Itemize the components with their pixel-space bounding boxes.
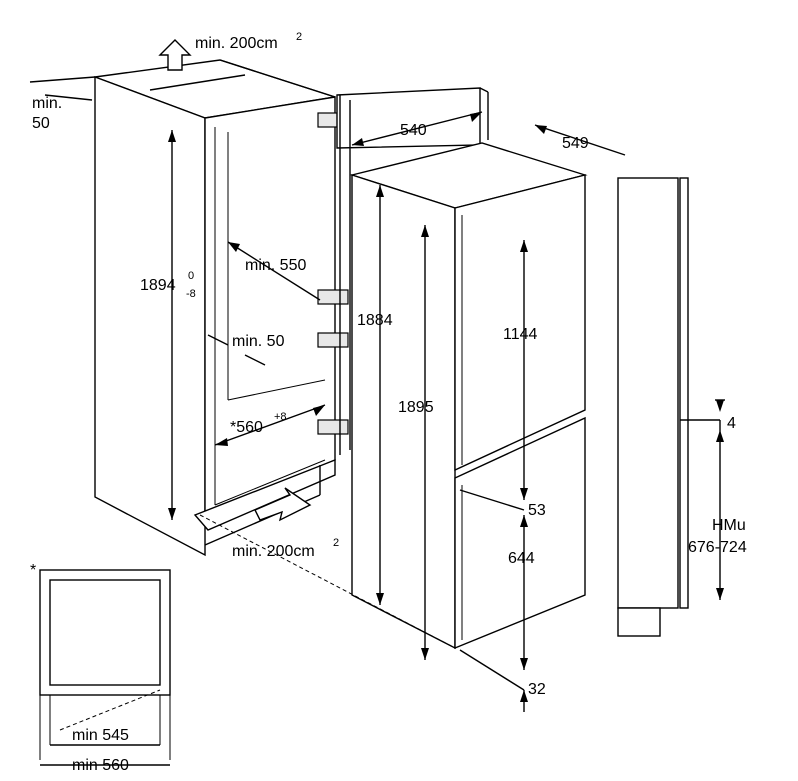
- dimension-lines: [29, 76, 725, 712]
- vent-bottom-sup: 2: [333, 537, 339, 549]
- hinge-offset-label: 4: [727, 415, 736, 432]
- lower-door-label: 644: [508, 550, 535, 567]
- gap-top-label-a: min.: [32, 95, 62, 112]
- inset-detail: [39, 569, 171, 766]
- door-gap-label: 53: [528, 502, 546, 519]
- side-gap-label: min. 50: [232, 333, 285, 350]
- niche-width-tol: +8: [274, 411, 287, 423]
- vent-arrow-diagonal-icon: [254, 487, 312, 522]
- appliance-body-height-label: 1884: [357, 312, 393, 329]
- cabinet-side-profile: [617, 177, 720, 637]
- min-545-label: min 545: [72, 727, 129, 744]
- niche-height-label: 1894: [140, 277, 176, 294]
- gap-top-label-b: 50: [32, 115, 50, 132]
- appliance-width-label: 540: [400, 122, 427, 139]
- min-560-label: min 560: [72, 757, 129, 774]
- niche-cabinet: [94, 59, 336, 557]
- niche-depth-label: min. 550: [245, 257, 306, 274]
- appliance-body: [349, 142, 588, 650]
- vent-bottom-label: min. 200cm: [232, 543, 315, 560]
- asterisk-label: *: [30, 562, 36, 579]
- niche-width-label: *560: [230, 419, 263, 436]
- hmu-range-label: 676-724: [688, 539, 747, 556]
- appliance-total-height-label: 1895: [398, 399, 434, 416]
- vent-arrow-up-icon: [158, 39, 192, 71]
- vent-top-sup: 2: [296, 31, 302, 43]
- bottom-gap-label: 32: [528, 681, 546, 698]
- niche-height-tol-down: -8: [186, 288, 196, 300]
- vent-top-label: min. 200cm: [195, 35, 278, 52]
- upper-door-label: 1144: [503, 326, 538, 343]
- appliance-depth-label: 549: [562, 135, 589, 152]
- hmu-title-label: HMu: [712, 517, 746, 534]
- niche-height-tol-up: 0: [188, 270, 194, 282]
